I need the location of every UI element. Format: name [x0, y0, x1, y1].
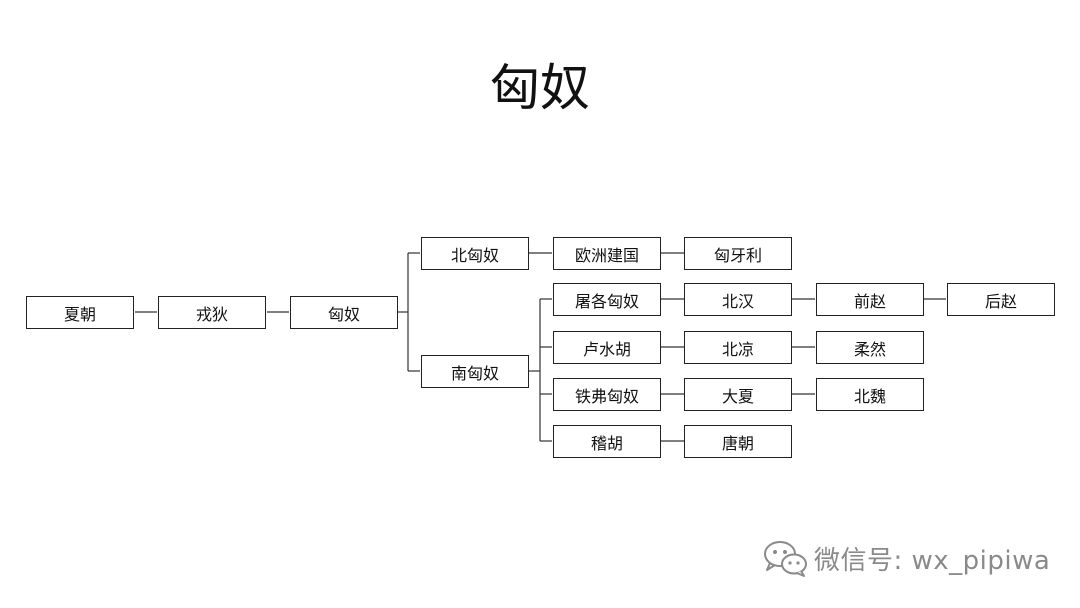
node-xiong-nu: 匈奴 — [290, 296, 398, 329]
node-bei-xiong-nu: 北匈奴 — [421, 237, 529, 270]
watermark-text: 微信号: wx_pipiwa — [814, 545, 1051, 576]
node-bei-liang: 北凉 — [684, 331, 792, 364]
node-bei-han: 北汉 — [684, 283, 792, 316]
node-tie-fu-xiong-nu: 铁弗匈奴 — [553, 378, 661, 411]
node-qian-zhao: 前赵 — [816, 283, 924, 316]
watermark: 微信号: wx_pipiwa — [762, 538, 1050, 578]
node-ji-hu: 稽胡 — [553, 425, 661, 458]
node-xia-chao: 夏朝 — [26, 296, 134, 329]
node-hou-zhao: 后赵 — [947, 283, 1055, 316]
node-lu-shui-hu: 卢水胡 — [553, 331, 661, 364]
node-da-xia: 大夏 — [684, 378, 792, 411]
node-nan-xiong-nu: 南匈奴 — [421, 355, 529, 388]
node-xiong-ya-li: 匈牙利 — [684, 237, 792, 270]
node-ou-zhou-jian-guo: 欧洲建国 — [553, 237, 661, 270]
wechat-icon — [764, 541, 807, 577]
node-rou-ran: 柔然 — [816, 331, 924, 364]
node-bei-wei: 北魏 — [816, 378, 924, 411]
node-rong-di: 戎狄 — [158, 296, 266, 329]
node-tu-ge-xiong-nu: 屠各匈奴 — [553, 283, 661, 316]
node-tang-chao: 唐朝 — [684, 425, 792, 458]
page-title: 匈奴 — [490, 59, 590, 117]
